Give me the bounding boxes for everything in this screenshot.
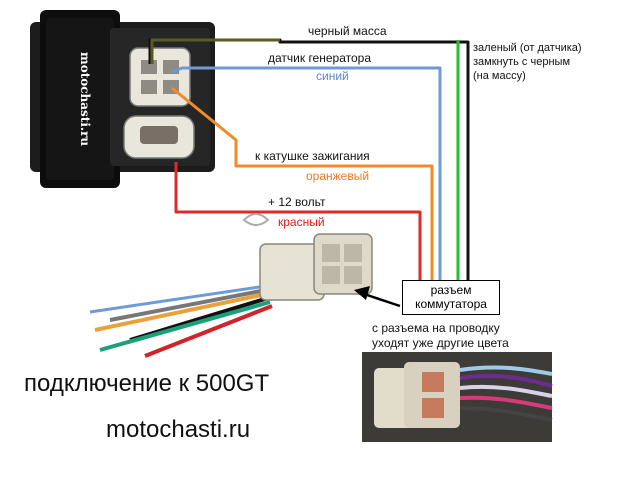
red-label: красный — [278, 215, 325, 229]
wires — [148, 38, 470, 282]
paper-clip — [243, 213, 269, 226]
orange-ignition-wire — [171, 86, 434, 282]
ignition-coil-label: к катушке зажигания — [255, 149, 370, 163]
other-colors-line1: с разъема на проводку — [372, 321, 500, 335]
green-note-line1: заленый (от датчика) — [473, 42, 582, 54]
caption-line2: motochasti.ru — [106, 416, 251, 443]
arrow — [354, 286, 401, 308]
module-label: motochasti.ru — [78, 52, 92, 147]
caption-line1: подключение к 500GT — [24, 370, 270, 397]
green-note-line3: (на массу) — [473, 70, 526, 82]
red-12v-wire — [174, 162, 422, 282]
connector-label-line2: коммутатора — [415, 297, 487, 312]
module-connector-bottom — [123, 115, 195, 159]
generator-sensor-label: датчик генератора — [268, 51, 372, 65]
green-note-line2: замкнуть с черным — [473, 56, 571, 68]
olive-wire — [150, 38, 280, 64]
plus12-label: + 12 вольт — [268, 195, 326, 209]
module-connector-top — [129, 47, 191, 107]
orange-label: оранжевый — [306, 169, 370, 183]
photo-inset — [362, 352, 553, 442]
other-colors-line2: уходят уже другие цвета — [372, 336, 509, 350]
connector-label-box: разъем коммутатора — [402, 280, 500, 315]
black-mass-label: черный масса — [308, 24, 387, 38]
blue-label: синий — [316, 69, 349, 83]
blue-generator-wire — [171, 66, 442, 282]
connector-label-line1: разъем — [430, 283, 472, 297]
harness-connector — [89, 233, 373, 358]
